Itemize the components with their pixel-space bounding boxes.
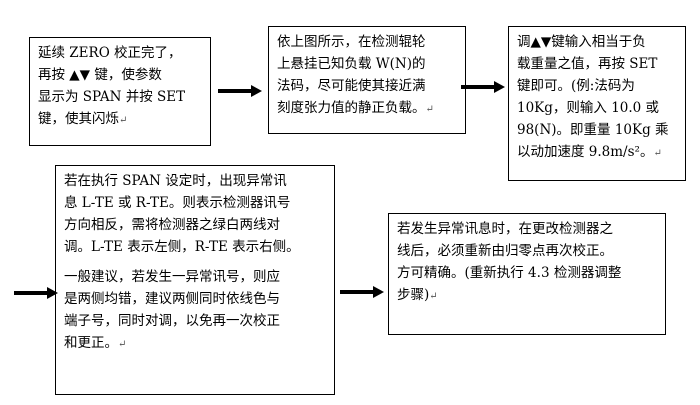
paragraph-mark: ↵ bbox=[653, 148, 662, 159]
arrow-into-4 bbox=[14, 287, 58, 299]
arrow-4-to-5 bbox=[340, 286, 384, 298]
paragraph-mark: ↵ bbox=[118, 339, 127, 350]
step-box-1: 延续 ZERO 校正完了， 再按 ▲▼ 键，使参数 显示为 SPAN 并按 SE… bbox=[29, 37, 211, 146]
step-box-2: 依上图所示，在检测辊轮 上悬挂已知负载 W(N)的 法码，尽可能使其接近满 刻度… bbox=[268, 26, 466, 134]
step-box-4: 若在执行 SPAN 设定时，出现异常讯 息 L-TE 或 R-TE。则表示检测器… bbox=[55, 165, 335, 395]
step-4-text-a: 若在执行 SPAN 设定时，出现异常讯 息 L-TE 或 R-TE。则表示检测器… bbox=[64, 173, 300, 255]
step-box-3: 调▲▼键输入相当于负 载重量之值，再按 SET 键即可。(例:法码为 10Kg，… bbox=[508, 26, 686, 181]
step-2-text: 依上图所示，在检测辊轮 上悬挂已知负载 W(N)的 法码，尽可能使其接近满 刻度… bbox=[277, 34, 434, 116]
paragraph-mark: ↵ bbox=[119, 115, 128, 126]
paragraph-mark: ↵ bbox=[425, 104, 434, 115]
arrow-2-to-3 bbox=[461, 81, 505, 93]
step-box-5: 若发生异常讯息时，在更改检测器之 线后，必须重新由归零点再次校正。 方可精确。(… bbox=[388, 213, 666, 335]
step-3-text: 调▲▼键输入相当于负 载重量之值，再按 SET 键即可。(例:法码为 10Kg，… bbox=[517, 34, 669, 160]
step-4-text-b: 一般建议，若发生一异常讯号，则应 是两侧均错，建议两侧同时依线色与 端子号，同时… bbox=[64, 269, 280, 351]
step-1-text: 延续 ZERO 校正完了， 再按 ▲▼ 键，使参数 显示为 SPAN 并按 SE… bbox=[38, 45, 186, 127]
paragraph-mark: ↵ bbox=[429, 291, 438, 302]
arrow-1-to-2 bbox=[218, 85, 262, 97]
step-5-text: 若发生异常讯息时，在更改检测器之 线后，必须重新由归零点再次校正。 方可精确。(… bbox=[397, 221, 622, 303]
